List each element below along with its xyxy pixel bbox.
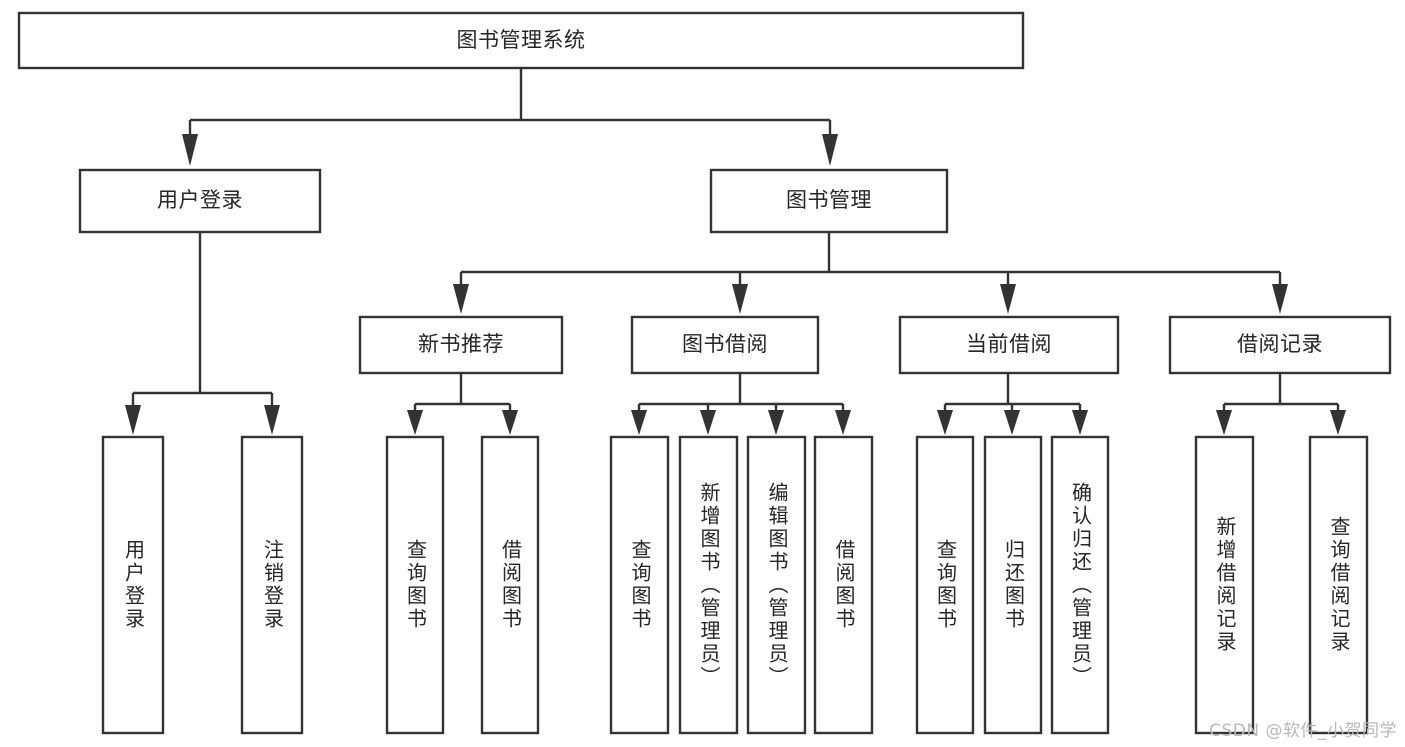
connector-book-manage-to-level2 <box>453 232 1288 314</box>
arrow-head-icon <box>1216 410 1232 435</box>
connector-new-book-recommend-to-leaves <box>407 373 518 435</box>
node-leaf-query-record-box[interactable] <box>1308 435 1369 735</box>
arrow-head-icon <box>768 410 784 435</box>
node-book-borrow-box[interactable] <box>630 315 820 375</box>
arrow-head-icon <box>264 405 280 435</box>
arrow-head-icon <box>732 284 748 314</box>
arrow-head-icon <box>1000 284 1016 314</box>
node-leaf-edit-book-box[interactable] <box>746 435 807 735</box>
node-borrow-record-box[interactable] <box>1168 315 1392 375</box>
arrow-head-icon <box>937 410 953 435</box>
arrow-head-icon <box>1004 410 1020 435</box>
arrow-head-icon <box>182 134 198 166</box>
node-leaf-borrow-book-1-box[interactable] <box>480 435 540 735</box>
arrow-head-icon <box>125 405 141 435</box>
connector-book-borrow-to-leaves <box>631 373 851 435</box>
node-leaf-query-book-2-box[interactable] <box>609 435 670 735</box>
node-new-book-recommend-box[interactable] <box>358 315 564 375</box>
node-leaf-add-book-box[interactable] <box>678 435 739 735</box>
node-leaf-borrow-book-2-box[interactable] <box>813 435 874 735</box>
arrow-head-icon <box>1072 410 1088 435</box>
connector-root-to-level1 <box>182 68 838 166</box>
node-root-box[interactable] <box>17 11 1025 70</box>
arrow-head-icon <box>822 134 838 166</box>
connector-user-login-to-leaves <box>125 232 280 435</box>
node-book-manage-box[interactable] <box>709 168 949 234</box>
node-leaf-logout-login-box[interactable] <box>240 435 304 735</box>
connector-current-borrow-to-leaves <box>937 373 1088 435</box>
node-leaf-return-book-box[interactable] <box>983 435 1043 735</box>
arrow-head-icon <box>700 410 716 435</box>
arrow-head-icon <box>453 284 469 314</box>
node-leaf-add-record-box[interactable] <box>1194 435 1255 735</box>
node-leaf-query-book-3-box[interactable] <box>915 435 975 735</box>
node-current-borrow-box[interactable] <box>898 315 1120 375</box>
arrow-head-icon <box>835 410 851 435</box>
arrow-head-icon <box>502 410 518 435</box>
arrow-head-icon <box>631 410 647 435</box>
arrow-head-icon <box>407 410 423 435</box>
node-leaf-confirm-return-box[interactable] <box>1050 435 1110 735</box>
node-leaf-query-book-1-box[interactable] <box>385 435 445 735</box>
arrow-head-icon <box>1330 410 1346 435</box>
arrow-head-icon <box>1272 284 1288 314</box>
connector-borrow-record-to-leaves <box>1216 373 1346 435</box>
node-leaf-user-login-box[interactable] <box>101 435 165 735</box>
node-user-login-box[interactable] <box>78 168 322 234</box>
